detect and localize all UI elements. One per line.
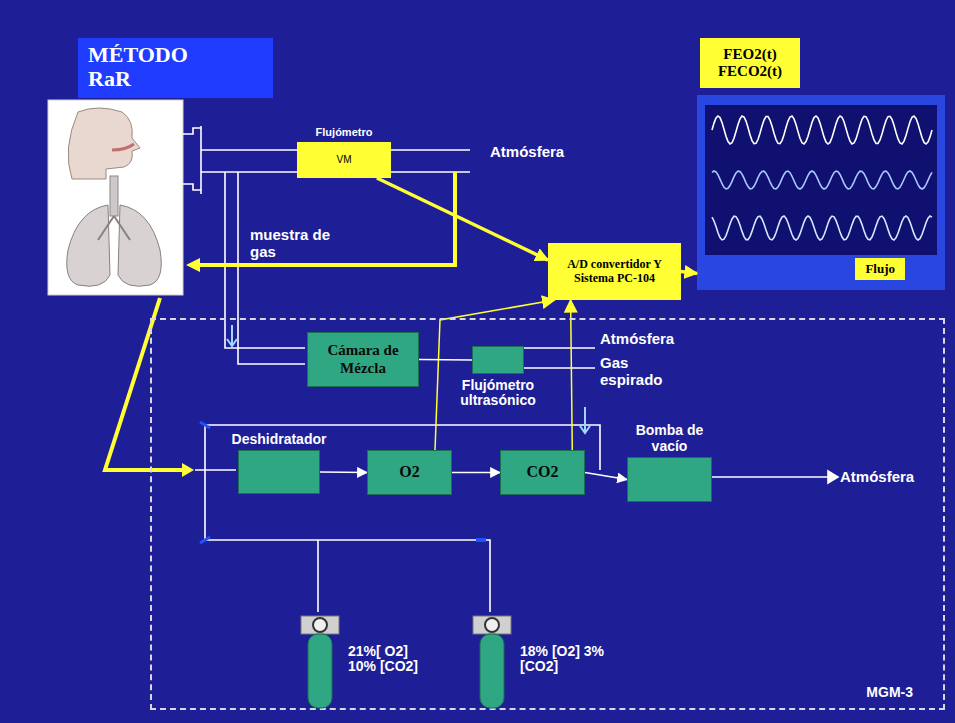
mixing-chamber: Cámara de Mézcla (307, 332, 419, 387)
mouthpiece (200, 126, 202, 194)
ultrasonic-flowmeter: Flujómetro ultrasónico (472, 346, 524, 374)
connector (320, 471, 367, 473)
waveform (712, 216, 932, 240)
connector (377, 178, 548, 260)
cylinder-symbol (472, 614, 512, 710)
airway (112, 144, 134, 150)
connector (571, 300, 573, 450)
valve-knob (485, 618, 499, 632)
right-lung (118, 205, 161, 286)
node-text: 21%[ O2] 10% [CO2] (348, 644, 436, 675)
arrow-head (182, 463, 194, 477)
connector (585, 473, 627, 480)
node-text: Flujómetro (289, 126, 399, 138)
flowmeter: FlujómetroVM (297, 142, 391, 178)
cylinder-body (308, 634, 332, 708)
sample-tube (105, 298, 185, 470)
node-text: FEO2(t) FECO2(t) (709, 46, 791, 81)
node-text: O2 (399, 463, 419, 481)
waveform (712, 171, 932, 189)
signal-label-box: FEO2(t) FECO2(t) (700, 38, 800, 88)
display-panel (697, 95, 945, 290)
lungs-illustration (48, 100, 183, 295)
analyzer-region: MGM-3Cámara de MézclaFlujómetro ultrasón… (150, 318, 945, 710)
valve-body (301, 616, 339, 634)
display-screen (705, 105, 937, 255)
head-outline (68, 108, 140, 179)
node-text: Flujómetro ultrasónico (453, 378, 543, 409)
label: Gas espirado (600, 354, 690, 389)
connector (435, 300, 555, 450)
tube (201, 150, 297, 172)
connector (681, 272, 697, 274)
arrow-head (828, 471, 838, 483)
node-text: CO2 (527, 463, 559, 481)
left-lung (67, 205, 110, 286)
label: muestra de gas (250, 226, 346, 261)
connector (419, 359, 472, 361)
label: Atmósfera (600, 330, 674, 347)
title-text: MÉTODO RaR (88, 43, 203, 91)
sample-line (105, 172, 455, 477)
dehydrator: Deshidratador (238, 450, 320, 494)
node-text: A/D convertidor Y Sistema PC-104 (553, 258, 676, 286)
node-text: VM (337, 154, 352, 166)
node-text: MGM-3 (866, 685, 913, 700)
arrow-head (186, 258, 200, 272)
flow-arrow (227, 325, 237, 346)
title-box: MÉTODO RaR (78, 38, 273, 98)
valve-knob (313, 618, 327, 632)
node-text: 18% [O2] 3% [CO2] (520, 644, 608, 675)
label: Atmósfera (840, 468, 914, 485)
exhaust-line (710, 476, 828, 478)
bronchi (98, 216, 130, 240)
bypass-line (205, 425, 600, 612)
valve-mark (200, 422, 210, 543)
node-text: Cámara de Mézcla (313, 342, 413, 377)
waveforms (712, 116, 932, 240)
valve-mark (476, 538, 486, 542)
display-node: Flujo (697, 95, 945, 290)
signal-display (697, 95, 945, 290)
o2-analyzer: O2 (367, 450, 452, 495)
gas-cylinder: 18% [O2] 3% [CO2] (472, 614, 512, 710)
valve-body (473, 616, 511, 634)
converter-box: A/D convertidor Y Sistema PC-104 (548, 243, 681, 300)
cylinder-body (480, 634, 504, 708)
tube (522, 348, 595, 368)
label: Atmósfera (490, 143, 564, 160)
connector (452, 472, 500, 474)
gas-cylinder: 21%[ O2] 10% [CO2] (300, 614, 340, 710)
co2-analyzer: CO2 (500, 450, 585, 495)
valves (200, 325, 590, 543)
cylinder-symbol (300, 614, 340, 710)
flow-arrow (580, 407, 590, 433)
node-text: Flujo (855, 258, 905, 280)
vacuum-pump: Bomba de vacío (627, 457, 712, 502)
gas-line (195, 469, 236, 471)
node-text: Bomba de vacío (630, 423, 710, 454)
tube (225, 172, 305, 364)
sample-tube (200, 172, 455, 265)
mouthpiece (183, 128, 201, 190)
waveform (712, 116, 932, 144)
trachea (110, 176, 118, 216)
node-text: Deshidratador (224, 432, 334, 447)
picture-frame (48, 100, 183, 295)
